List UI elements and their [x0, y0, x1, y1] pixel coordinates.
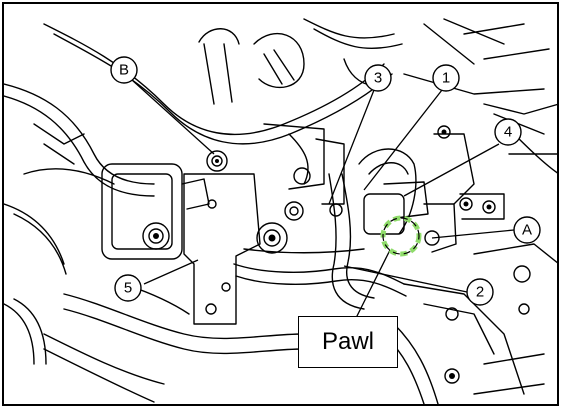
svg-text:1: 1 [442, 70, 450, 87]
leader-line-pawl [353, 249, 391, 323]
callout-1: 1 [432, 64, 460, 92]
leader-line-4 [403, 143, 500, 197]
leader-line-2 [343, 265, 468, 293]
engine-bay-line-drawing: B 3 1 4 A 2 5 [4, 18, 557, 404]
leader-line-a [431, 229, 515, 239]
callout-2: 2 [466, 278, 494, 306]
svg-text:3: 3 [374, 70, 382, 87]
callout-b: B [110, 56, 138, 84]
callout-3: 3 [364, 64, 392, 92]
svg-text:5: 5 [124, 280, 132, 297]
svg-text:A: A [522, 222, 532, 239]
leader-line-b [131, 79, 215, 155]
leader-line-5 [143, 259, 199, 285]
svg-text:B: B [119, 62, 129, 79]
leader-line-1 [363, 89, 443, 191]
leader-line-3 [328, 89, 375, 205]
svg-text:4: 4 [504, 124, 512, 141]
svg-text:2: 2 [476, 284, 484, 301]
pawl-label: Pawl [298, 316, 398, 368]
diagram-frame: B 3 1 4 A 2 5 Pawl [2, 2, 559, 406]
callout-5: 5 [114, 274, 142, 302]
callout-a: A [513, 216, 541, 244]
callout-4: 4 [494, 118, 522, 146]
